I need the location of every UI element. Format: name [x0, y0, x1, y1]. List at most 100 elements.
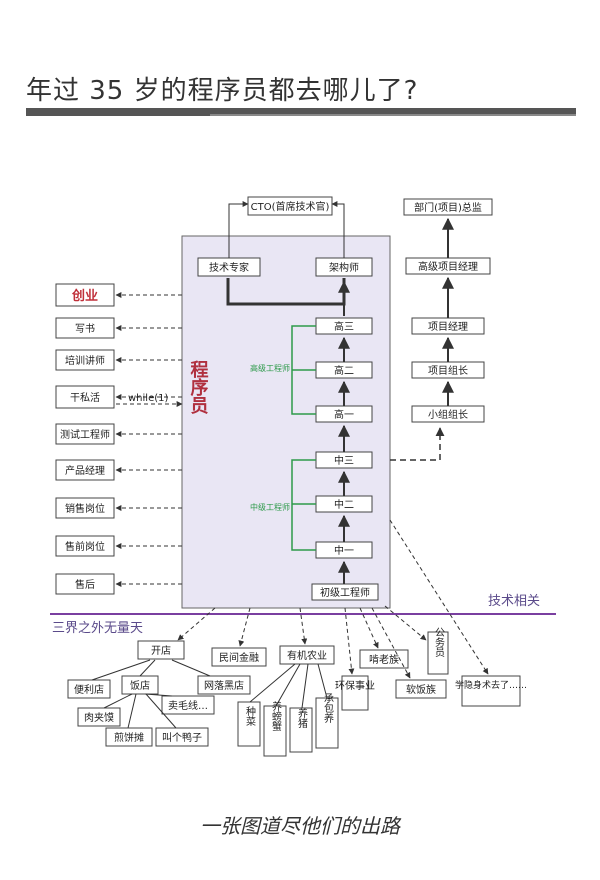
senior-1-label: 高一 [334, 408, 354, 421]
arrow-to-softrice [371, 607, 411, 679]
architect-to-cto-line [331, 201, 345, 258]
left-aftersales-label: 售后 [75, 578, 95, 591]
left-trainer-box [55, 349, 115, 371]
farm-pig-label: 养猪 [296, 707, 308, 729]
farm-veg-box [237, 701, 261, 747]
left-column: 创业 写书 培训讲师 干私活 测试工程师 产品经理 销售岗位 售前岗位 售后 [55, 283, 115, 595]
middle-3-label: 中三 [334, 454, 354, 467]
left-presales-box [55, 535, 115, 557]
left-sales-box [55, 497, 115, 519]
elderly-label: 啃老族 [369, 653, 399, 666]
hermit-label: 学隐身术去了…… [455, 679, 527, 691]
line-farm-contract [317, 663, 328, 699]
minjian-label: 民间金融 [219, 651, 259, 664]
left-book-box [55, 317, 115, 339]
architect-label: 架构师 [329, 261, 359, 274]
mgmt-director-label: 部门(项目)总监 [414, 201, 482, 214]
farm-crab-label: 养螃蟹 [270, 700, 282, 732]
left-freelance-box [55, 385, 115, 409]
left-trainer-label: 培训讲师 [65, 354, 105, 367]
farming-label: 有机农业 [287, 649, 327, 662]
left-freelance-label: 干私活 [70, 392, 100, 404]
middle-1-label: 中一 [334, 544, 354, 557]
while-label: while(1) [128, 393, 168, 404]
left-presales-label: 售前岗位 [65, 540, 105, 553]
left-pm-box [55, 459, 115, 481]
shop-roujiamo-label: 肉夹馍 [84, 711, 114, 724]
management-column: 部门(项目)总监 高级项目经理 项目经理 项目组长 小组组长 [403, 198, 493, 423]
shop-internetcafe-label: 网落黑店 [204, 679, 244, 692]
middle-to-mgmt-line [390, 427, 445, 461]
shop-convenience-label: 便利店 [74, 683, 104, 696]
left-startup-label: 创业 [71, 288, 98, 304]
shop-jianbing-box [105, 727, 153, 747]
bottom-arrows [91, 519, 489, 729]
outside-section: 开店 便利店 饭店 网落黑店 肉夹馍 卖毛线… 煎饼摊 叫个鸭子 民间金融 有机… [67, 627, 527, 757]
shop-jianbing-label: 煎饼摊 [114, 731, 144, 744]
kaidian-label: 开店 [151, 644, 171, 657]
shop-yarn-label: 卖毛线… [168, 699, 208, 712]
title-underline-light [210, 114, 576, 116]
minjian-box [211, 647, 267, 667]
mgmt-sublead-label: 小组组长 [428, 408, 468, 421]
hermit-box [461, 675, 521, 707]
softrice-label: 软饭族 [406, 683, 436, 696]
arrow-to-env [344, 607, 355, 675]
expert-to-cto-line [228, 201, 249, 258]
programmer-label: 程序员 [188, 360, 209, 415]
farming-box [279, 645, 335, 665]
arrow-to-elderly [359, 607, 379, 649]
line-restaurant-roujiamo [103, 693, 133, 709]
kaidian-box [137, 640, 185, 660]
arrow-to-farming [299, 607, 308, 645]
mgmt-lead-label: 项目组长 [428, 364, 468, 377]
line-kaidian-internetcafe [171, 659, 211, 677]
junior-label: 初级工程师 [320, 586, 370, 599]
line-kaidian-convenience [91, 659, 151, 681]
arrow-to-kaidian [177, 607, 216, 641]
farm-veg-label: 种菜 [244, 705, 256, 727]
left-sales-label: 销售岗位 [65, 502, 105, 515]
elderly-box [359, 649, 409, 669]
line-restaurant-duck [145, 693, 177, 729]
farm-contract-label: 承包养 [322, 693, 334, 724]
softrice-box [395, 679, 447, 699]
line-farm-pig [301, 663, 309, 709]
line-restaurant-yarn [144, 693, 173, 697]
shop-convenience-box [67, 679, 111, 699]
title-underline [26, 108, 576, 116]
shop-roujiamo-box [77, 707, 121, 727]
mgmt-pm-label: 项目经理 [428, 320, 468, 333]
civil-label: 公务员 [433, 627, 445, 658]
outside-label: 三界之外无量天 [52, 621, 143, 636]
middle-2-label: 中二 [334, 498, 354, 511]
tech-expert-label: 技术专家 [209, 261, 249, 274]
left-startup-box [55, 283, 115, 307]
arrow-to-hermit [389, 519, 489, 675]
senior-3-label: 高三 [334, 320, 354, 333]
line-farm-veg [249, 663, 296, 703]
shop-restaurant-label: 饭店 [130, 679, 150, 692]
senior-2-label: 高二 [334, 364, 354, 377]
left-aftersales-box [55, 573, 115, 595]
left-tester-box [55, 423, 115, 445]
civil-box [427, 631, 449, 675]
shop-duck-box [155, 727, 209, 747]
tech-related-label: 技术相关 [488, 594, 540, 609]
cto-label: CTO(首席技术官) [251, 200, 330, 213]
middle-group-label: 中级工程师 [250, 502, 290, 512]
left-book-label: 写书 [75, 323, 95, 335]
env-label: 环保事业 [335, 679, 375, 692]
shop-duck-label: 叫个鸭子 [162, 731, 202, 744]
line-kaidian-restaurant [139, 659, 156, 677]
farm-pig-box [289, 707, 313, 753]
farm-crab-box [263, 705, 287, 757]
line-farm-crab [275, 663, 301, 707]
shop-yarn-box [161, 695, 215, 715]
mgmt-senior-pm-label: 高级项目经理 [418, 260, 478, 273]
arrow-to-civil [384, 605, 427, 641]
left-tester-label: 测试工程师 [60, 428, 110, 441]
senior-group-label: 高级工程师 [250, 363, 290, 373]
line-restaurant-jianbing [127, 693, 137, 729]
